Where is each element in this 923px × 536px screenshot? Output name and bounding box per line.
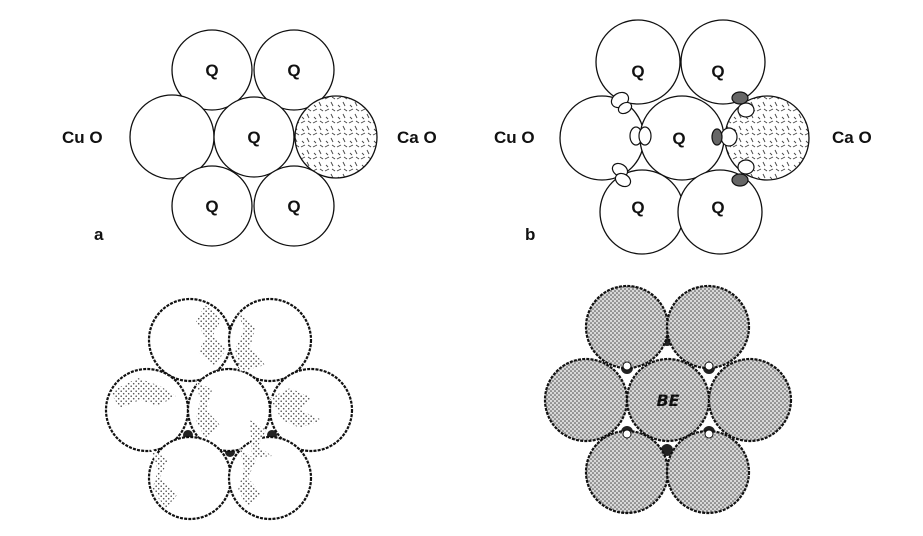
- grain-label: Q: [711, 62, 724, 81]
- grain-bottom-right: [253, 165, 335, 247]
- grain-right: [707, 357, 793, 443]
- panel-b-labels: Q Q Q Q Q Cu O Ca O b: [494, 62, 872, 244]
- grain-left: [543, 357, 629, 443]
- panel-label: b: [525, 225, 535, 244]
- grain-top-left: [584, 284, 670, 370]
- grain-label: Q: [287, 61, 300, 80]
- panel-d: BE: [543, 284, 793, 515]
- grain-top-left: [171, 29, 253, 111]
- grain-top-right: [253, 29, 335, 111]
- grain-label: Q: [287, 197, 300, 216]
- cuo-label: Cu O: [494, 128, 535, 147]
- panel-label: a: [94, 225, 104, 244]
- panel-a-labels: Q Q Q Q Q Cu O Ca O a: [62, 61, 437, 244]
- grain-label: Q: [672, 129, 685, 148]
- cao-label: Ca O: [397, 128, 437, 147]
- grain-label: Q: [247, 128, 260, 147]
- grain-top-right: [680, 19, 766, 105]
- panel-c: [104, 297, 354, 521]
- grain-label: Q: [631, 198, 644, 217]
- grain-cuo: [129, 94, 215, 180]
- cuo-label: Cu O: [62, 128, 103, 147]
- cuo-necks: [610, 91, 652, 188]
- panel-b: [559, 19, 810, 255]
- grain-top-right: [665, 284, 751, 370]
- grain-bottom-right: [665, 429, 751, 515]
- cao-label: Ca O: [832, 128, 872, 147]
- grain-cao: [294, 95, 378, 179]
- grain-top-left: [595, 19, 681, 105]
- grain-bottom-left: [584, 429, 670, 515]
- grain-bottom-left: [171, 165, 253, 247]
- grain-label: Q: [631, 62, 644, 81]
- be-label: BE: [656, 391, 679, 410]
- grain-label: Q: [711, 198, 724, 217]
- grain-top-left: [147, 297, 233, 383]
- panel-c-stipple: [110, 305, 322, 508]
- grain-label: Q: [205, 197, 218, 216]
- grain-bottom-left: [147, 435, 233, 521]
- grain-label: Q: [205, 61, 218, 80]
- panel-a: [129, 29, 378, 247]
- grain-center: [213, 96, 295, 178]
- cao-necks: [711, 91, 755, 187]
- grain-bottom-right: [677, 169, 763, 255]
